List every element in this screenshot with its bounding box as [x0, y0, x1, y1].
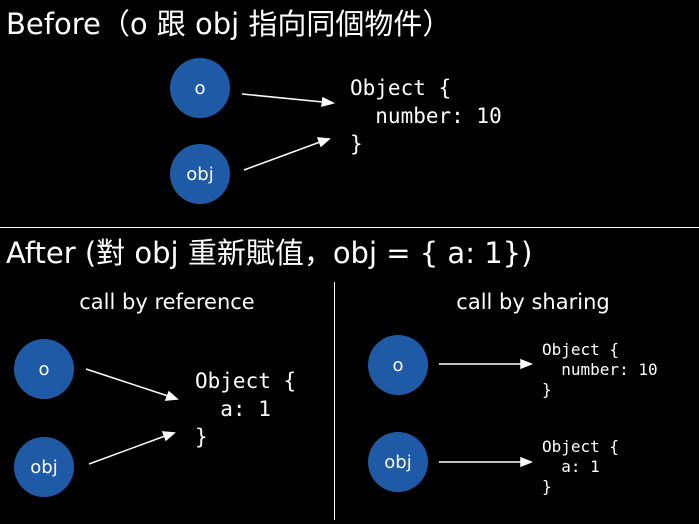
before-node-o: o: [170, 58, 230, 118]
before-node-obj: obj: [170, 144, 230, 204]
share-object-code-bottom: Object { a: 1 }: [542, 437, 620, 496]
share-node-obj: obj: [368, 432, 428, 492]
arrow-share-obj: [439, 456, 534, 468]
ref-object-code: Object { a: 1 }: [195, 369, 297, 449]
before-title: Before（o 跟 obj 指向同個物件）: [6, 7, 452, 41]
arrow-before-obj: [243, 137, 331, 171]
arrow-ref-obj: [88, 431, 176, 465]
ref-node-obj: obj: [14, 437, 74, 497]
ref-node-o: o: [14, 339, 74, 399]
share-object-code-top: Object { number: 10 }: [542, 340, 658, 399]
call-by-reference-label: call by reference: [79, 290, 255, 314]
column-divider: [334, 282, 335, 520]
after-title: After (對 obj 重新賦值，obj = { a: 1}): [6, 236, 533, 270]
arrow-share-o: [439, 358, 534, 370]
arrow-ref-o: [85, 368, 179, 401]
call-by-sharing-label: call by sharing: [456, 290, 610, 314]
share-node-o: o: [368, 335, 428, 395]
arrow-before-o: [241, 93, 336, 108]
section-divider: [0, 227, 699, 228]
before-object-code: Object { number: 10 }: [350, 76, 502, 156]
